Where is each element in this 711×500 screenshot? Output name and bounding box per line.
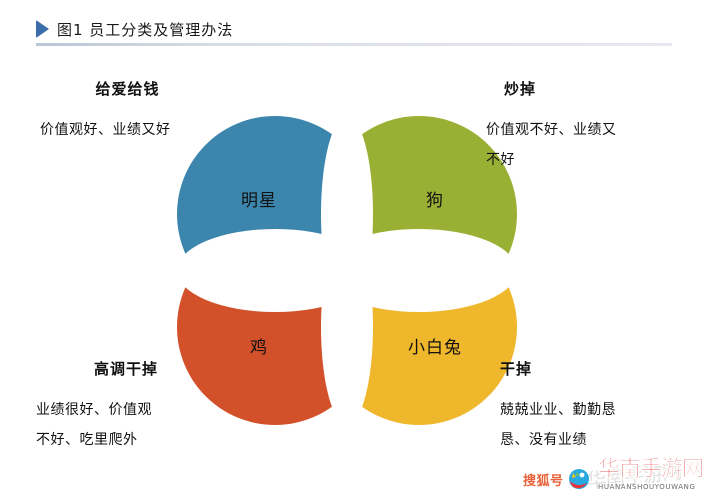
annotation-top-left-line1: 价值观好、业绩又好 [40,122,171,138]
venn-gap-right [321,229,517,312]
venn-circle-dog-label: 狗 [426,190,444,211]
brand-watermark-en: HUANANSHOUYOUWANG [598,483,696,491]
sohu-watermark: 搜狐号 [523,468,592,490]
annotation-bottom-right-line2: 恳、没有业绩 [500,432,587,448]
title-row: 图1 员工分类及管理办法 [36,16,672,42]
annotation-bottom-left-body: 业绩很好、价值观 不好、吃里爬外 [36,395,216,455]
page-title-bar: 图1 员工分类及管理办法 [36,16,672,46]
page-title: 图1 员工分类及管理办法 [57,20,234,39]
annotation-bottom-right-body: 兢兢业业、勤勤恳 恳、没有业绩 [500,395,690,455]
annotation-bottom-right-heading: 干掉 [500,360,533,378]
annotation-bottom-right-line1: 兢兢业业、勤勤恳 [500,402,616,418]
sohu-fox-logo-icon [566,468,592,490]
annotation-top-right: 炒掉 价值观不好、业绩又 不好 [486,78,671,175]
venn-diagram: 明星 狗 鸡 小白兔 [177,116,517,426]
venn-circle-chick-label: 鸡 [250,337,268,358]
annotation-top-left-heading: 给爱给钱 [95,80,160,98]
annotation-top-right-body: 价值观不好、业绩又 不好 [486,115,671,175]
annotation-top-right-line2: 不好 [486,152,515,168]
annotation-top-left: 给爱给钱 价值观好、业绩又好 [40,78,215,145]
annotation-bottom-left-line2: 不好、吃里爬外 [36,432,138,448]
annotation-bottom-left: 高调干掉 业绩很好、价值观 不好、吃里爬外 [36,358,216,455]
annotation-bottom-left-heading: 高调干掉 [93,360,158,378]
venn-circle-star-label: 明星 [241,190,277,211]
annotation-top-right-heading: 炒掉 [504,80,537,98]
title-divider [36,43,672,46]
annotation-top-right-line1: 价值观不好、业绩又 [486,122,617,138]
brand-watermark: 华南手游网 HUANANSHOUYOUWANG [598,457,711,492]
brand-watermark-cn: 华南手游网 [598,457,705,482]
venn-circle-rabbit-label: 小白兔 [408,337,462,358]
annotation-bottom-left-line1: 业绩很好、价值观 [36,402,152,418]
annotation-bottom-right: 干掉 兢兢业业、勤勤恳 恳、没有业绩 [500,358,690,455]
triangle-right-icon [36,20,49,38]
annotation-top-left-body: 价值观好、业绩又好 [40,115,215,145]
sohu-watermark-label: 搜狐号 [523,473,564,489]
